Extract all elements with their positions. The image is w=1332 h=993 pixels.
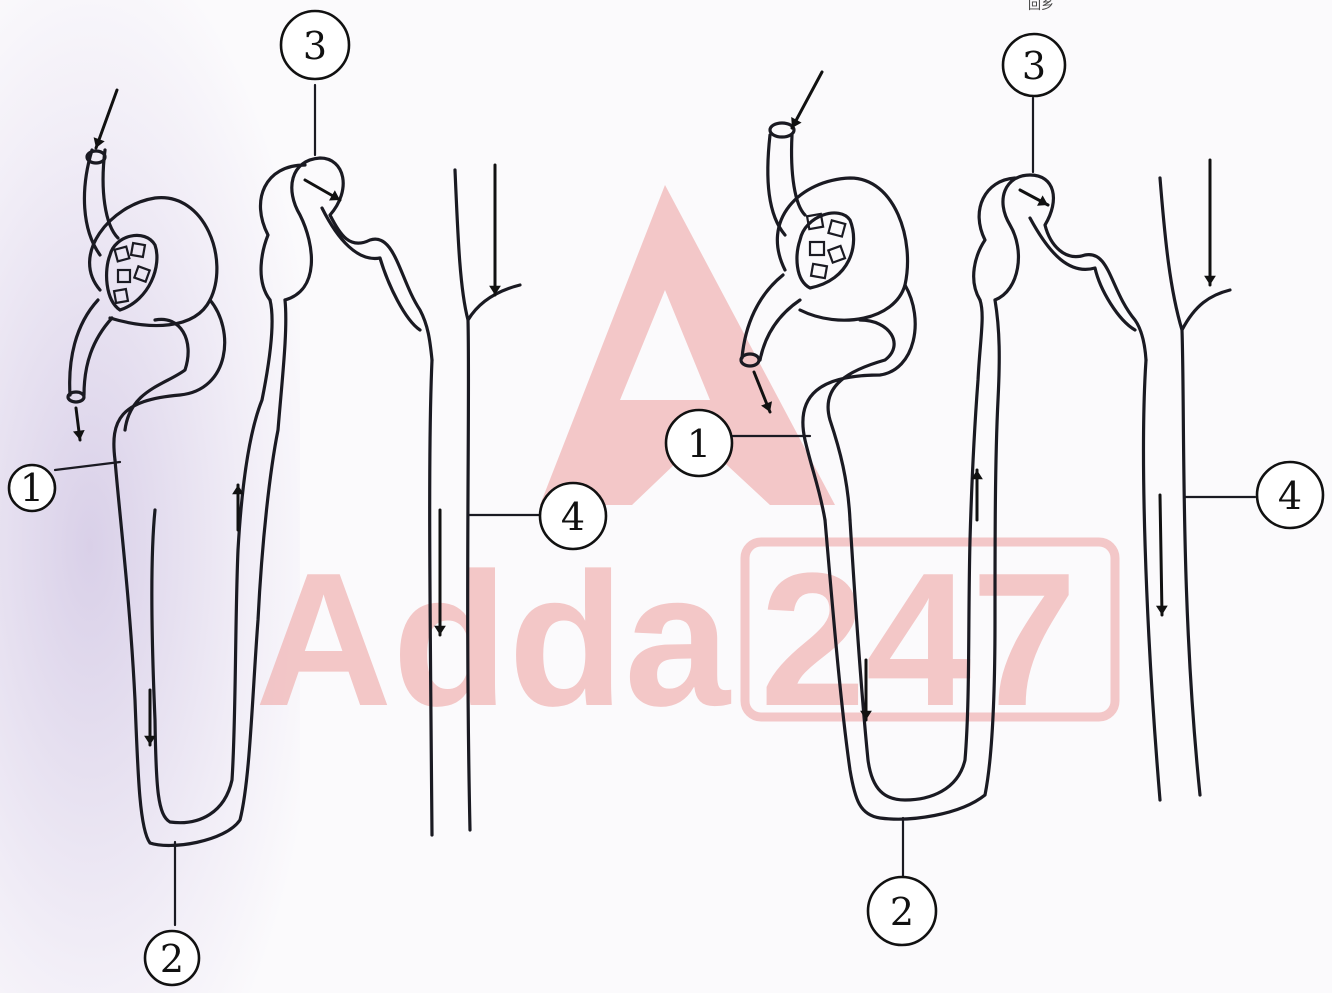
right-arteriole-opening: [770, 123, 794, 137]
right-inflow-arrow: [792, 72, 822, 128]
right-glomerulus-cell: [828, 246, 845, 263]
svg-text:3: 3: [1022, 44, 1046, 88]
watermark-brand-text: Adda: [255, 534, 731, 746]
left-glomerulus-cell: [114, 289, 128, 303]
left-label-4: 4: [540, 483, 606, 549]
svg-text:3: 3: [303, 24, 327, 68]
right-label-3: 3: [1003, 34, 1065, 96]
left-loop-of-henle: [115, 300, 286, 845]
right-duct-arrow-head: [1156, 606, 1168, 615]
right-glomerulus-cell: [811, 264, 827, 278]
svg-text:4: 4: [561, 495, 585, 539]
svg-text:1: 1: [20, 466, 44, 510]
left-afferent-arteriole: [84, 150, 118, 255]
right-top-duct-arrow-head: [1204, 276, 1216, 285]
right-glomerulus-cell: [828, 220, 845, 236]
svg-text:2: 2: [160, 937, 184, 981]
watermark-brand-number: 247: [760, 534, 1077, 746]
left-nephron: 1 2 3 4: [9, 11, 606, 985]
right-collecting-duct: [1144, 178, 1230, 800]
corner-code: 回乡: [1028, 0, 1054, 13]
svg-text:2: 2: [890, 890, 914, 934]
right-afferent-arteriole: [768, 135, 805, 235]
svg-text:4: 4: [1278, 474, 1302, 518]
left-efferent-arrow-head: [73, 430, 85, 440]
right-glomerulus-cell: [810, 242, 824, 255]
left-efferent-opening: [68, 392, 84, 402]
left-label-2: 2: [145, 931, 199, 985]
right-label-4: 4: [1257, 462, 1323, 528]
left-efferent-arteriole: [70, 300, 112, 395]
right-label-2: 2: [868, 877, 936, 945]
right-label-1: 1: [666, 410, 732, 476]
left-glomerulus-cell: [115, 247, 130, 262]
left-label-1: 1: [9, 465, 55, 511]
left-glomerulus-cell: [134, 266, 149, 281]
left-label-3: 3: [281, 11, 349, 79]
left-glomerulus-cell: [131, 243, 145, 257]
right-duct-arrow: [1160, 495, 1162, 615]
left-glomerulus-cell: [118, 270, 130, 282]
left-label-1-leader: [55, 462, 120, 470]
svg-text:1: 1: [687, 422, 711, 466]
